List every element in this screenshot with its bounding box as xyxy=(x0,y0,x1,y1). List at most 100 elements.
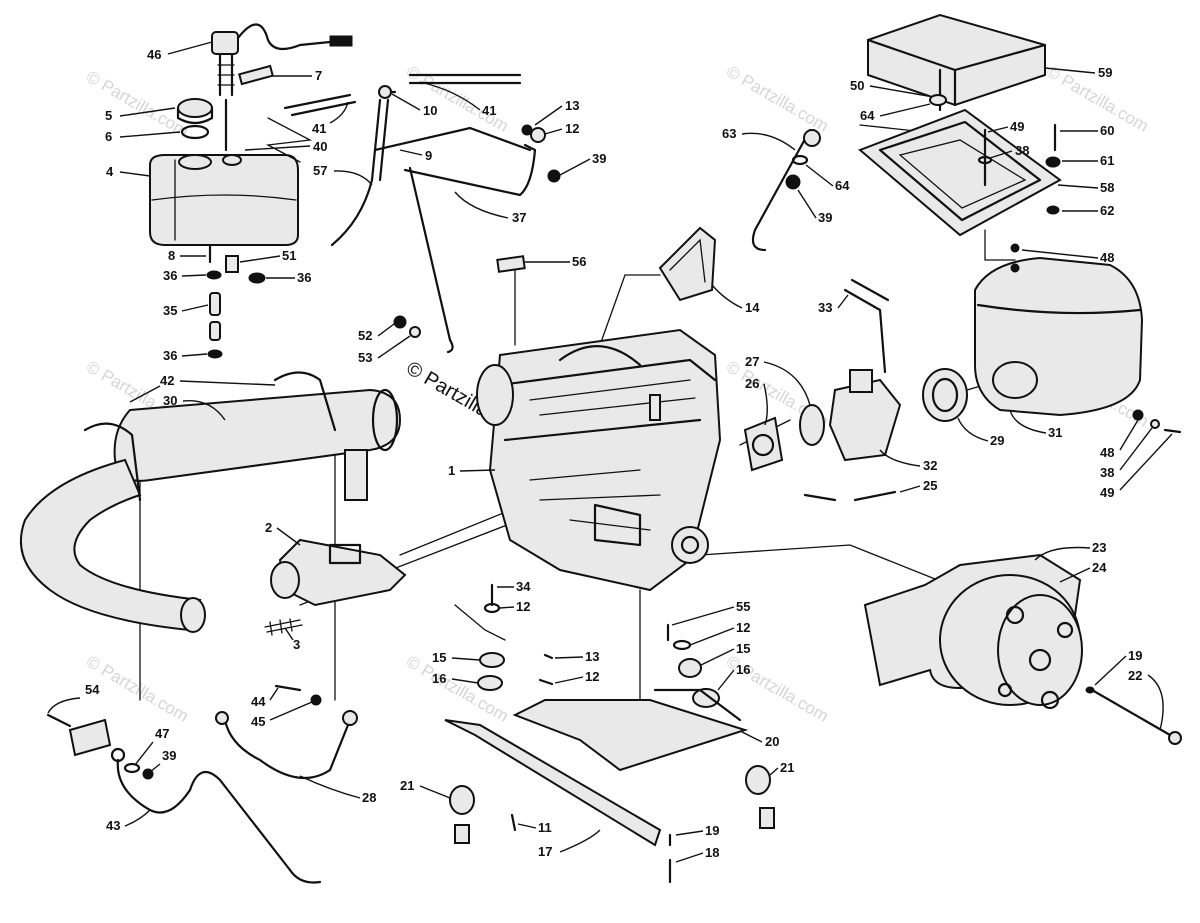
callout-47: 47 xyxy=(155,726,169,741)
callout-58: 58 xyxy=(1100,180,1114,195)
callout-55: 55 xyxy=(736,599,750,614)
callout-64: 64 xyxy=(860,108,875,123)
callout-3: 3 xyxy=(293,637,300,652)
callout-38-b: 38 xyxy=(1015,143,1029,158)
callout-38: 38 xyxy=(1100,465,1114,480)
callout-43: 43 xyxy=(106,818,120,833)
callout-6: 6 xyxy=(105,129,112,144)
callout-16: 16 xyxy=(432,671,446,686)
callout-48: 48 xyxy=(1100,445,1114,460)
callout-25: 25 xyxy=(923,478,937,493)
callout-11: 11 xyxy=(538,820,552,835)
callout-29: 29 xyxy=(990,433,1004,448)
callout-51: 51 xyxy=(282,248,296,263)
callout-36: 36 xyxy=(163,268,177,283)
callout-49-b: 49 xyxy=(1010,119,1024,134)
callout-64-b: 64 xyxy=(835,178,850,193)
callout-54: 54 xyxy=(85,682,100,697)
callout-34: 34 xyxy=(516,579,531,594)
callout-62: 62 xyxy=(1100,203,1114,218)
callout-24: 24 xyxy=(1092,560,1107,575)
callout-57: 57 xyxy=(313,163,327,178)
watermark: © Partzilla.com xyxy=(83,67,192,141)
callout-42: 42 xyxy=(160,373,174,388)
callout-15-b: 15 xyxy=(736,641,750,656)
callout-56: 56 xyxy=(572,254,586,269)
callout-18: 18 xyxy=(705,845,719,860)
callout-37: 37 xyxy=(512,210,526,225)
exhaust-muffler xyxy=(19,371,402,633)
callout-49: 49 xyxy=(1100,485,1114,500)
callout-31: 31 xyxy=(1048,425,1062,440)
carburetor-assembly xyxy=(743,278,968,502)
callout-50: 50 xyxy=(850,78,864,93)
callout-1: 1 xyxy=(448,463,455,478)
callout-36-c: 36 xyxy=(163,348,177,363)
fuel-valve-assembly xyxy=(211,23,353,152)
callout-19-b: 19 xyxy=(705,823,719,838)
callout-40: 40 xyxy=(313,139,327,154)
callout-39: 39 xyxy=(592,151,606,166)
callout-14: 14 xyxy=(745,300,760,315)
fuel-cap xyxy=(176,98,214,140)
motor-mounts xyxy=(449,583,775,844)
callout-59: 59 xyxy=(1098,65,1112,80)
callout-13: 13 xyxy=(565,98,579,113)
callout-2: 2 xyxy=(265,520,272,535)
callout-39-c: 39 xyxy=(162,748,176,763)
callout-12-b: 12 xyxy=(516,599,530,614)
callout-27: 27 xyxy=(745,354,759,369)
callout-17: 17 xyxy=(538,844,552,859)
callout-labels: 46 7 5 6 40 4 41 10 41 13 12 9 3 xyxy=(47,41,1173,863)
callout-44: 44 xyxy=(251,694,266,709)
callout-30: 30 xyxy=(163,393,177,408)
callout-8: 8 xyxy=(168,248,175,263)
callout-32: 32 xyxy=(923,458,937,473)
callout-12: 12 xyxy=(565,121,579,136)
callout-12-c: 12 xyxy=(585,669,599,684)
callout-26: 26 xyxy=(745,376,759,391)
callout-52: 52 xyxy=(358,328,372,343)
callout-7: 7 xyxy=(315,68,322,83)
callout-21-b: 21 xyxy=(400,778,414,793)
callout-23: 23 xyxy=(1092,540,1106,555)
callout-13-b: 13 xyxy=(585,649,599,664)
callout-45: 45 xyxy=(251,714,265,729)
callout-19: 19 xyxy=(1128,648,1142,663)
callout-10: 10 xyxy=(423,103,437,118)
callout-35: 35 xyxy=(163,303,177,318)
callout-20: 20 xyxy=(765,734,779,749)
callout-60: 60 xyxy=(1100,123,1114,138)
watermark: © Partzilla.com xyxy=(723,62,832,136)
airbox-bracket xyxy=(751,128,821,252)
watermark: © Partzilla.com xyxy=(403,62,512,136)
callout-12-d: 12 xyxy=(736,620,750,635)
airbox-lid xyxy=(858,13,1062,237)
callout-33: 33 xyxy=(818,300,832,315)
callout-15: 15 xyxy=(432,650,446,665)
callout-5: 5 xyxy=(105,108,112,123)
callout-48-b: 48 xyxy=(1100,250,1114,265)
cables xyxy=(46,684,358,884)
callout-41-b: 41 xyxy=(312,121,326,136)
fuel-fittings xyxy=(206,243,266,359)
fuel-lines xyxy=(265,73,532,247)
callout-63: 63 xyxy=(722,126,736,141)
callout-9: 9 xyxy=(425,148,432,163)
callout-41: 41 xyxy=(482,103,496,118)
air-box xyxy=(974,256,1144,417)
callout-28: 28 xyxy=(362,790,376,805)
callout-46: 46 xyxy=(147,47,161,62)
engine xyxy=(476,328,722,592)
callout-36-b: 36 xyxy=(297,270,311,285)
fuel-tank xyxy=(149,154,299,246)
callout-4: 4 xyxy=(106,164,114,179)
engine-small-parts xyxy=(496,226,717,302)
engine-plate xyxy=(444,688,749,884)
exhaust-manifold xyxy=(264,538,407,636)
callout-53: 53 xyxy=(358,350,372,365)
callout-39-b: 39 xyxy=(818,210,832,225)
callout-16-b: 16 xyxy=(736,662,750,677)
drive-clutch xyxy=(863,553,1182,745)
